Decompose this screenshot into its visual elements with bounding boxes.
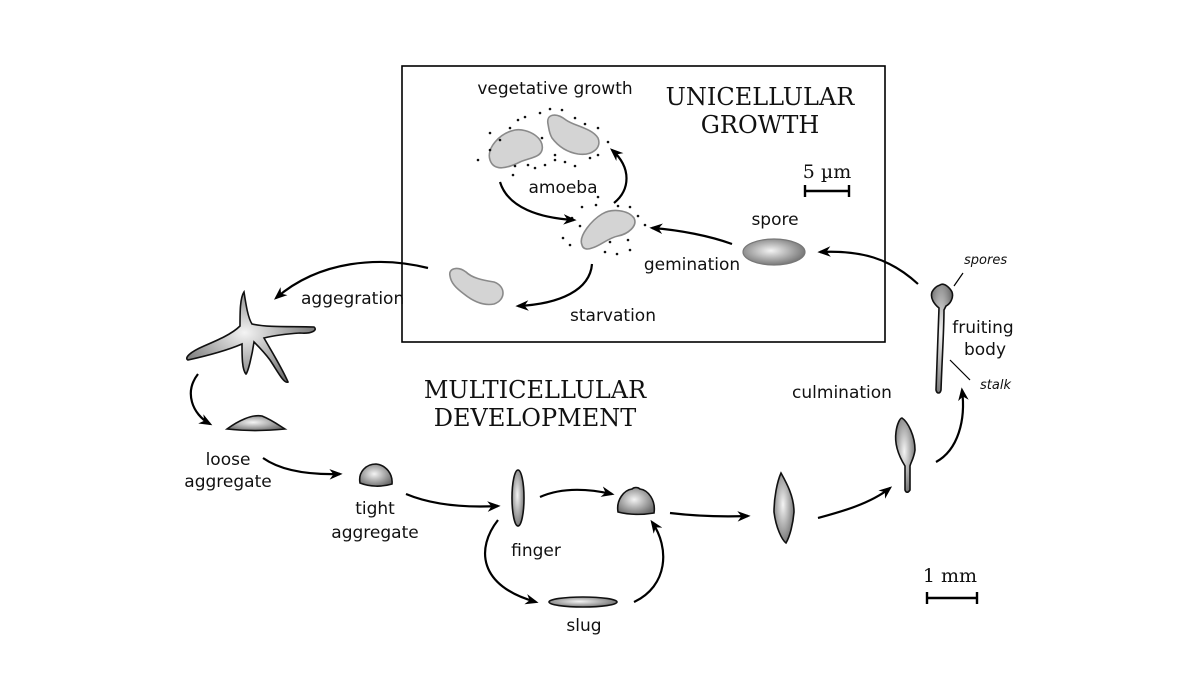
arrow-to-loose-aggregate xyxy=(189,373,213,426)
label-amoeba: amoeba xyxy=(528,178,597,198)
arrow-growth-cycle xyxy=(610,148,628,204)
label-aggregation: aggegration xyxy=(301,289,404,309)
arrow-to-early-culminant xyxy=(669,511,751,522)
label-fruiting-body-line2: body xyxy=(964,340,1006,360)
tight-aggregate xyxy=(358,463,393,487)
arrow-to-fruiting-body xyxy=(935,387,969,463)
arrow-germination xyxy=(649,223,733,246)
arrow-finger-to-slug xyxy=(484,519,539,605)
label-slug: slug xyxy=(566,616,601,636)
label-spore: spore xyxy=(751,210,798,230)
aggregation-streams xyxy=(186,289,316,383)
label-fruiting-body-line1: fruiting xyxy=(952,318,1013,338)
amoeba-cell xyxy=(546,114,600,156)
label-tight-aggregate-line1: tight xyxy=(355,499,395,519)
amoeba-cell xyxy=(580,209,636,250)
label-spores: spores xyxy=(964,253,1007,268)
early-culminant xyxy=(773,471,795,545)
finger-stage xyxy=(511,469,525,527)
unicellular-title-line1: UNICELLULAR xyxy=(666,83,856,111)
spore-cell xyxy=(742,238,806,266)
starving-amoeba xyxy=(448,267,504,306)
label-culmination: culmination xyxy=(792,383,892,403)
stalk-pointer xyxy=(949,359,971,381)
scale-bar-macro-label: 1 mm xyxy=(923,565,977,587)
label-loose-aggregate-line2: aggregate xyxy=(184,472,271,492)
arrow-spore-release xyxy=(817,246,919,285)
dividing-amoebae xyxy=(476,107,610,177)
label-finger: finger xyxy=(511,541,561,561)
slug-stage xyxy=(548,596,618,608)
arrow-to-mid-culminant xyxy=(817,486,893,520)
arrow-finger-to-mound xyxy=(539,486,615,499)
arrow-slug-to-mound xyxy=(633,519,665,603)
central-amoeba xyxy=(561,195,647,256)
multicellular-title-line1: MULTICELLULAR xyxy=(424,376,647,404)
arrow-aggregation xyxy=(274,260,429,300)
label-tight-aggregate-line2: aggregate xyxy=(331,523,418,543)
multicellular-title-line2: DEVELOPMENT xyxy=(434,404,636,432)
loose-aggregate xyxy=(224,414,288,432)
unicellular-title-line2: GROWTH xyxy=(701,111,820,139)
label-vegetative-growth: vegetative growth xyxy=(477,79,632,99)
label-starvation: starvation xyxy=(570,306,656,326)
arrow-to-finger xyxy=(405,492,501,512)
label-germination: gemination xyxy=(644,255,740,275)
spores-pointer xyxy=(953,272,964,287)
bacteria-dots xyxy=(476,107,610,177)
arrow-starvation xyxy=(515,263,594,311)
label-stalk: stalk xyxy=(980,378,1011,393)
arrow-to-tight-aggregate xyxy=(262,457,343,480)
fruiting-body xyxy=(930,283,954,394)
amoeba-cell xyxy=(488,128,544,169)
scale-bar-micro xyxy=(803,185,851,197)
mound-stage xyxy=(616,486,656,516)
mid-culminant xyxy=(894,417,916,494)
label-loose-aggregate-line1: loose xyxy=(206,450,251,470)
unicellular-box xyxy=(401,65,886,343)
scale-bar-micro-label: 5 µm xyxy=(803,161,852,183)
arrow-amoeba-to-division xyxy=(498,181,577,225)
scale-bar-macro xyxy=(925,592,979,604)
